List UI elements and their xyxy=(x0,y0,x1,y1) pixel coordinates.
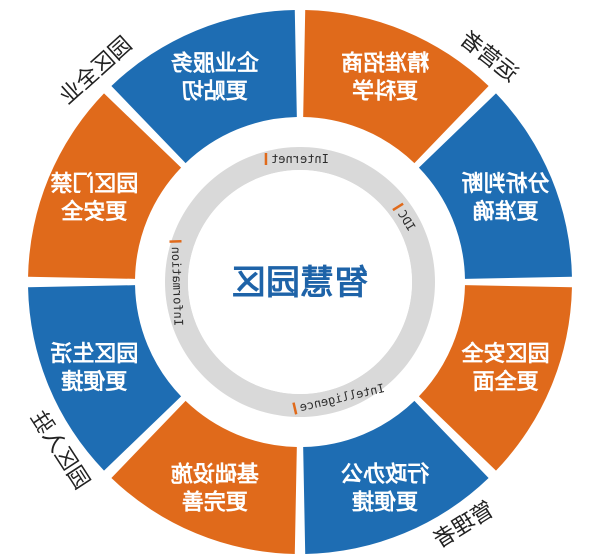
center-title-text: 智慧园区 xyxy=(232,263,368,303)
segment-label-line: 更便捷 xyxy=(351,491,418,516)
segment-label-line: 更贴切 xyxy=(182,78,248,104)
ring-label-text: Internet xyxy=(271,152,329,166)
center-title: 智慧园区 xyxy=(232,263,368,303)
segment-label-line: 更科学 xyxy=(352,78,418,104)
segment-label-line: 园区门禁 xyxy=(50,171,138,197)
segment-shape xyxy=(28,285,182,471)
ring-label-tick xyxy=(392,202,404,212)
segment-label-line: 分析判断 xyxy=(462,171,550,197)
segment-label-line: 行政办公 xyxy=(341,462,430,488)
segment-shape xyxy=(111,10,297,164)
ring-label-4: Information xyxy=(169,240,186,326)
segment-label-line: 更全面 xyxy=(473,369,539,395)
ring-label-tick xyxy=(264,153,268,165)
segment-label-line: 更安全 xyxy=(60,199,127,225)
segment-shape xyxy=(418,93,572,279)
segment-label-line: 企业服务 xyxy=(170,50,260,76)
segment-label-line: 更便捷 xyxy=(60,370,127,395)
segment-shape xyxy=(303,10,489,164)
ring-label-tick xyxy=(292,402,298,415)
segment-shape xyxy=(28,93,182,279)
segments-layer: 精准招商更科学分析判断更准确园区安全更全面行政办公更便捷基础设施更完善园区生活更… xyxy=(28,10,572,554)
segment-label-line: 园区安全 xyxy=(461,341,550,367)
ring-label-text: Information xyxy=(169,246,186,326)
center-disk xyxy=(188,170,412,394)
segment-shape xyxy=(303,400,489,554)
inner-ring xyxy=(141,123,459,441)
segment-label-line: 园区生活 xyxy=(50,342,138,367)
segment-label-line: 更准确 xyxy=(473,199,539,225)
ring-label-tick xyxy=(169,240,182,243)
segment-label-line: 基础设施 xyxy=(171,462,259,488)
segment-shape xyxy=(418,285,572,471)
ring-label-1: Internet xyxy=(264,152,329,166)
segment-label-line: 更完善 xyxy=(182,490,248,516)
segment-shape xyxy=(111,400,297,554)
segment-label-line: 精准招商 xyxy=(341,50,429,76)
